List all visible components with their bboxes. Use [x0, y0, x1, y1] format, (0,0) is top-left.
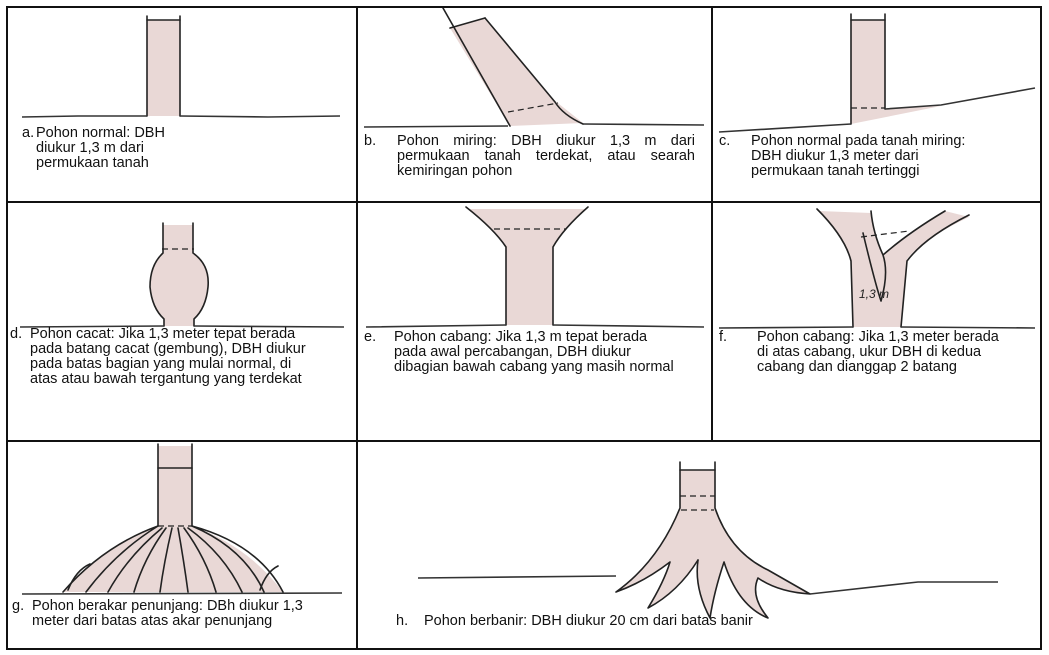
panel-f: 1,3 m f. Pohon cabang: Jika 1,3 meter be… [713, 203, 1040, 440]
caption-letter: e. [364, 330, 376, 345]
caption-text: Pohon miring: DBH diukur 1,3 m dari perm… [364, 134, 695, 179]
tree-defect-illustration [8, 203, 356, 440]
caption-b: b. Pohon miring: DBH diukur 1,3 m dari p… [364, 134, 704, 179]
caption-text: Pohon cabang: Jika 1,3 meter berada di a… [719, 330, 1007, 375]
caption-letter: c. [719, 134, 730, 149]
caption-d: d. Pohon cacat: Jika 1,3 meter tepat ber… [10, 327, 350, 387]
caption-letter: a. [22, 126, 34, 141]
caption-g: g. Pohon berakar penunjang: DBh diukur 1… [12, 599, 352, 629]
caption-letter: h. [396, 614, 408, 629]
caption-letter: f. [719, 330, 727, 345]
caption-e: e. Pohon cabang: Jika 1,3 m tepat berada… [364, 330, 704, 375]
caption-c: c. Pohon normal pada tanah miring: DBH d… [719, 134, 1037, 179]
caption-letter: g. [12, 599, 24, 614]
tree-normal-illustration [8, 8, 356, 201]
fork-height-label: 1,3 m [859, 287, 889, 301]
tree-fork-high-illustration: 1,3 m [713, 203, 1040, 440]
panel-e: e. Pohon cabang: Jika 1,3 m tepat berada… [358, 203, 711, 440]
panel-a: a. Pohon normal: DBH diukur 1,3 m dari p… [8, 8, 356, 201]
caption-text: Pohon normal pada tanah miring: DBH diuk… [719, 134, 991, 179]
caption-letter: d. [10, 327, 22, 342]
panel-h: h. Pohon berbanir: DBH diukur 20 cm dari… [358, 442, 1040, 648]
tree-fork-low-illustration [358, 203, 711, 440]
caption-text: Pohon berakar penunjang: DBh diukur 1,3 … [12, 599, 332, 629]
grid-border-right [1040, 6, 1042, 650]
grid-border-bottom [6, 648, 1042, 650]
caption-text: Pohon normal: DBH diukur 1,3 m dari perm… [22, 126, 186, 171]
panel-b: b. Pohon miring: DBH diukur 1,3 m dari p… [358, 8, 711, 201]
caption-a: a. Pohon normal: DBH diukur 1,3 m dari p… [22, 126, 322, 171]
panel-d: d. Pohon cacat: Jika 1,3 meter tepat ber… [8, 203, 356, 440]
panel-g: g. Pohon berakar penunjang: DBh diukur 1… [8, 442, 356, 648]
caption-text: Pohon berbanir: DBH diukur 20 cm dari ba… [396, 614, 1026, 629]
caption-letter: b. [364, 134, 376, 149]
caption-h: h. Pohon berbanir: DBH diukur 20 cm dari… [396, 614, 1026, 629]
diagram-grid: a. Pohon normal: DBH diukur 1,3 m dari p… [6, 6, 1042, 650]
caption-text: Pohon cacat: Jika 1,3 meter tepat berada… [10, 327, 322, 387]
caption-f: f. Pohon cabang: Jika 1,3 meter berada d… [719, 330, 1037, 375]
panel-c: c. Pohon normal pada tanah miring: DBH d… [713, 8, 1040, 201]
caption-text: Pohon cabang: Jika 1,3 m tepat berada pa… [364, 330, 674, 375]
